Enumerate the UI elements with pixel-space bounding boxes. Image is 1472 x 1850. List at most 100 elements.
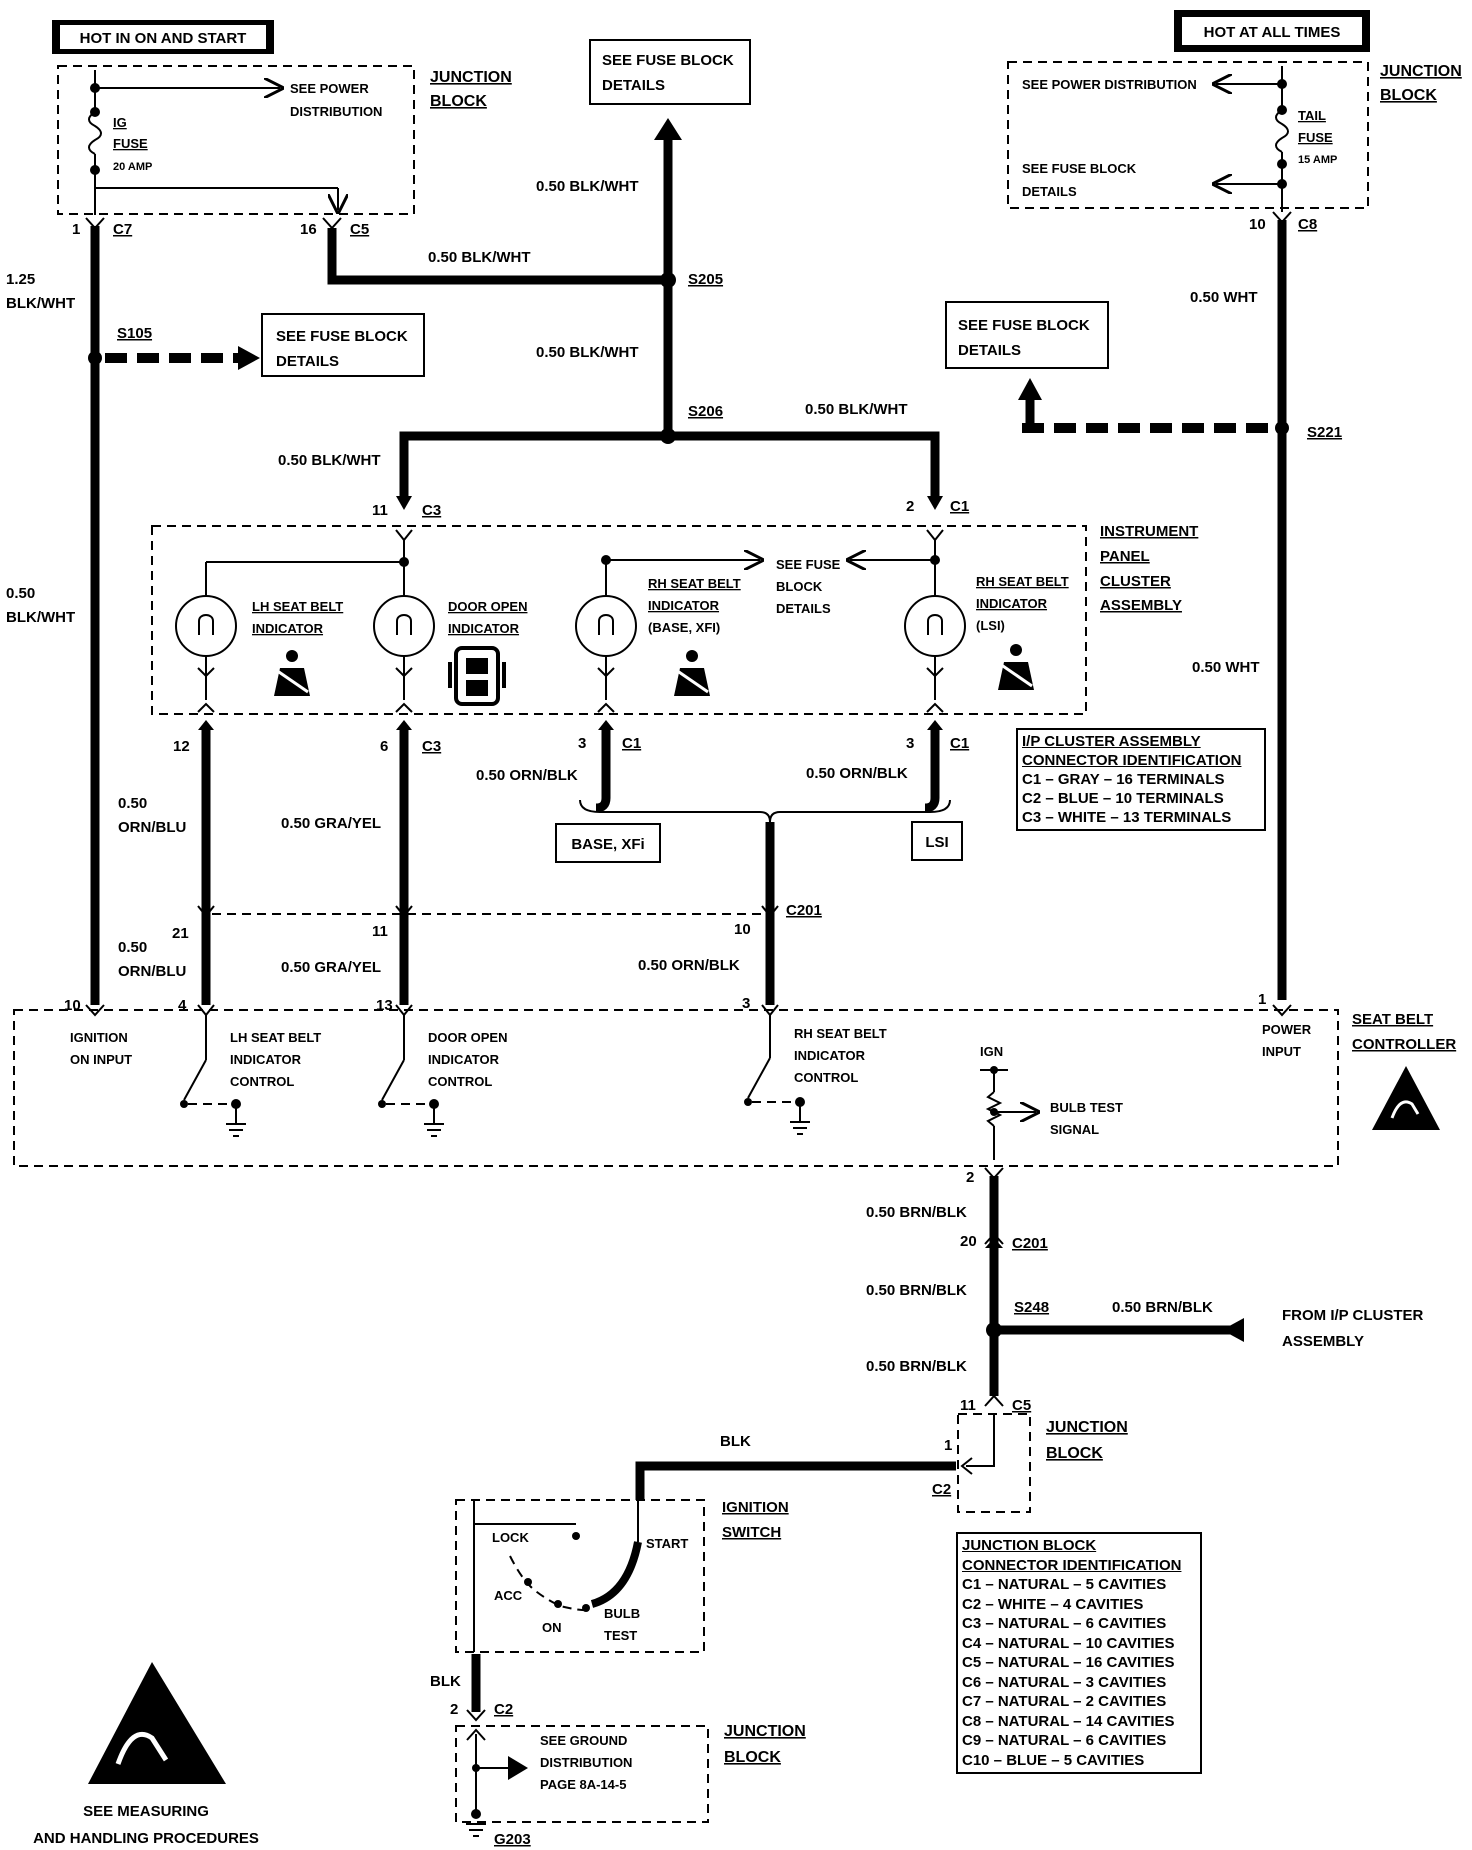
seat-belt-icon <box>674 650 710 696</box>
wire-orn-blk-base <box>595 730 611 813</box>
ig-fuse-icon <box>88 111 102 155</box>
svg-text:BASE, XFi: BASE, XFi <box>571 836 644 853</box>
ground-g203: G203 <box>494 1831 531 1848</box>
svg-text:ON INPUT: ON INPUT <box>70 1052 132 1067</box>
esd-note: SEE MEASURING AND HANDLING PROCEDURES <box>33 1803 259 1847</box>
svg-text:BLOCK: BLOCK <box>776 579 823 594</box>
svg-text:JUNCTION: JUNCTION <box>724 1723 806 1740</box>
svg-text:CONTROL: CONTROL <box>230 1074 294 1089</box>
svg-text:INDICATOR: INDICATOR <box>448 621 520 636</box>
svg-text:RH SEAT BELT: RH SEAT BELT <box>648 576 741 591</box>
svg-text:SEE FUSE BLOCK: SEE FUSE BLOCK <box>958 317 1090 334</box>
svg-text:BLOCK: BLOCK <box>1380 87 1437 104</box>
pin-label: 11 <box>372 923 388 940</box>
connector-c201: C201 <box>1012 1235 1048 1252</box>
door-control-switch-icon <box>378 1015 444 1137</box>
junction-block-right-label: JUNCTION BLOCK <box>1380 63 1462 104</box>
svg-text:RH SEAT BELT: RH SEAT BELT <box>794 1026 887 1041</box>
svg-text:20 AMP: 20 AMP <box>113 161 152 173</box>
tail-fuse-icon <box>1275 109 1289 153</box>
splice-s105: S105 <box>117 325 152 342</box>
see-power-dist-right: SEE POWER DISTRIBUTION <box>1022 77 1197 92</box>
svg-text:SEE FUSE BLOCK: SEE FUSE BLOCK <box>602 52 734 69</box>
see-ground-dist: SEE GROUND DISTRIBUTION PAGE 8A-14-5 <box>540 1733 632 1792</box>
svg-text:PAGE 8A-14-5: PAGE 8A-14-5 <box>540 1777 626 1792</box>
svg-text:BLOCK: BLOCK <box>1046 1445 1103 1462</box>
svg-text:SEE FUSE BLOCK: SEE FUSE BLOCK <box>276 328 408 345</box>
svg-text:CONTROLLER: CONTROLLER <box>1352 1036 1456 1053</box>
svg-text:LH SEAT BELT: LH SEAT BELT <box>252 599 343 614</box>
junction-block-right <box>1007 61 1369 209</box>
svg-text:INDICATOR: INDICATOR <box>252 621 324 636</box>
svg-text:0.50: 0.50 <box>118 795 147 812</box>
svg-text:TEST: TEST <box>604 1628 637 1643</box>
wire-blk-wht-c5 <box>327 228 668 285</box>
esd-warning-icon <box>88 1662 226 1784</box>
ip-connector-table: I/P CLUSTER ASSEMBLY CONNECTOR IDENTIFIC… <box>1016 728 1266 831</box>
variant-brace <box>579 799 951 823</box>
svg-text:FUSE: FUSE <box>1298 130 1333 145</box>
svg-text:SIGNAL: SIGNAL <box>1050 1122 1099 1137</box>
jb-table-row: C3 – NATURAL – 6 CAVITIES <box>962 1615 1167 1632</box>
connector-c201: C201 <box>786 902 822 919</box>
wire-label: 0.50 BRN/BLK <box>866 1358 967 1375</box>
svg-text:ASSEMBLY: ASSEMBLY <box>1100 597 1182 614</box>
svg-text:LSI: LSI <box>925 834 948 851</box>
svg-text:CONTROL: CONTROL <box>428 1074 492 1089</box>
svg-text:DOOR OPEN: DOOR OPEN <box>448 599 527 614</box>
svg-text:DETAILS: DETAILS <box>776 601 831 616</box>
bulb-test-resistor-icon <box>980 1066 1036 1160</box>
wire-label: 1.25 BLK/WHT 0.50 BLK/WHT <box>6 271 75 626</box>
from-ip-cluster-label: FROM I/P CLUSTER ASSEMBLY <box>1282 1307 1424 1350</box>
svg-text:CONTROL: CONTROL <box>794 1070 858 1085</box>
pin-label: 16 <box>300 221 317 238</box>
junction-block-ground-label: JUNCTION BLOCK <box>724 1723 806 1766</box>
controller-labels: IGNITION ON INPUT LH SEAT BELT INDICATOR… <box>70 1022 1312 1137</box>
wire-label: 0.50 ORN/BLK <box>806 765 908 782</box>
connector-c7: C7 <box>113 221 132 238</box>
pin-label: 12 <box>173 738 190 755</box>
pin-label: 2 <box>450 1701 458 1718</box>
connector-c3: C3 <box>422 502 441 519</box>
jb-table-row: C10 – BLUE – 5 CAVITIES <box>962 1751 1145 1769</box>
svg-text:START: START <box>646 1536 688 1551</box>
svg-text:FROM I/P CLUSTER: FROM I/P CLUSTER <box>1282 1307 1424 1324</box>
pin-label: 20 <box>960 1233 977 1250</box>
pin-label: 4 <box>178 997 187 1014</box>
svg-text:BULB TEST: BULB TEST <box>1050 1100 1123 1115</box>
hot-run-start-header: HOT IN ON AND START <box>52 20 274 54</box>
svg-text:JUNCTION: JUNCTION <box>1046 1419 1128 1436</box>
see-fuse-block-s221: SEE FUSE BLOCK DETAILS <box>945 301 1109 369</box>
svg-text:(LSI): (LSI) <box>976 618 1005 633</box>
connector-c1: C1 <box>950 498 969 515</box>
ip-table-title1: I/P CLUSTER ASSEMBLY <box>1022 733 1201 750</box>
pin-label: 1 <box>944 1437 952 1454</box>
svg-text:HOT AT ALL TIMES: HOT AT ALL TIMES <box>1204 24 1341 41</box>
svg-text:ORN/BLU: ORN/BLU <box>118 963 186 980</box>
lh-control-switch-icon <box>180 1015 246 1137</box>
door-open-bulb-icon <box>373 595 435 700</box>
pin-label: 10 <box>734 921 751 938</box>
svg-text:1.25: 1.25 <box>6 271 35 288</box>
wire-label: 0.50 BLK/WHT <box>805 401 908 418</box>
pin-label: 2 <box>906 498 914 515</box>
ignition-switch-label: IGNITION SWITCH <box>722 1499 789 1541</box>
svg-text:INDICATOR: INDICATOR <box>648 598 720 613</box>
jb-table-row: C8 – NATURAL – 14 CAVITIES <box>962 1712 1175 1730</box>
svg-text:0.50: 0.50 <box>6 585 35 602</box>
indicator-labels: LH SEAT BELT INDICATOR DOOR OPEN INDICAT… <box>252 574 1069 636</box>
connector-c3: C3 <box>422 738 441 755</box>
wire-blk-wht-s206 <box>399 431 940 500</box>
pin-label: 1 <box>1258 991 1266 1008</box>
splice-s248: S248 <box>1014 1299 1049 1316</box>
wire-label: 0.50 BRN/BLK <box>1112 1299 1213 1316</box>
door-open-icon <box>448 646 506 706</box>
pin-label: 11 <box>372 502 388 519</box>
jb-table-row: C1 – NATURAL – 5 CAVITIES <box>962 1576 1167 1593</box>
cluster-label: INSTRUMENT PANEL CLUSTER ASSEMBLY <box>1100 523 1198 614</box>
ip-table-row: C1 – GRAY – 16 TERMINALS <box>1022 771 1225 788</box>
jb-table-row: C5 – NATURAL – 16 CAVITIES <box>962 1654 1175 1671</box>
svg-text:SWITCH: SWITCH <box>722 1524 781 1541</box>
svg-text:HOT IN ON AND START: HOT IN ON AND START <box>80 30 247 47</box>
